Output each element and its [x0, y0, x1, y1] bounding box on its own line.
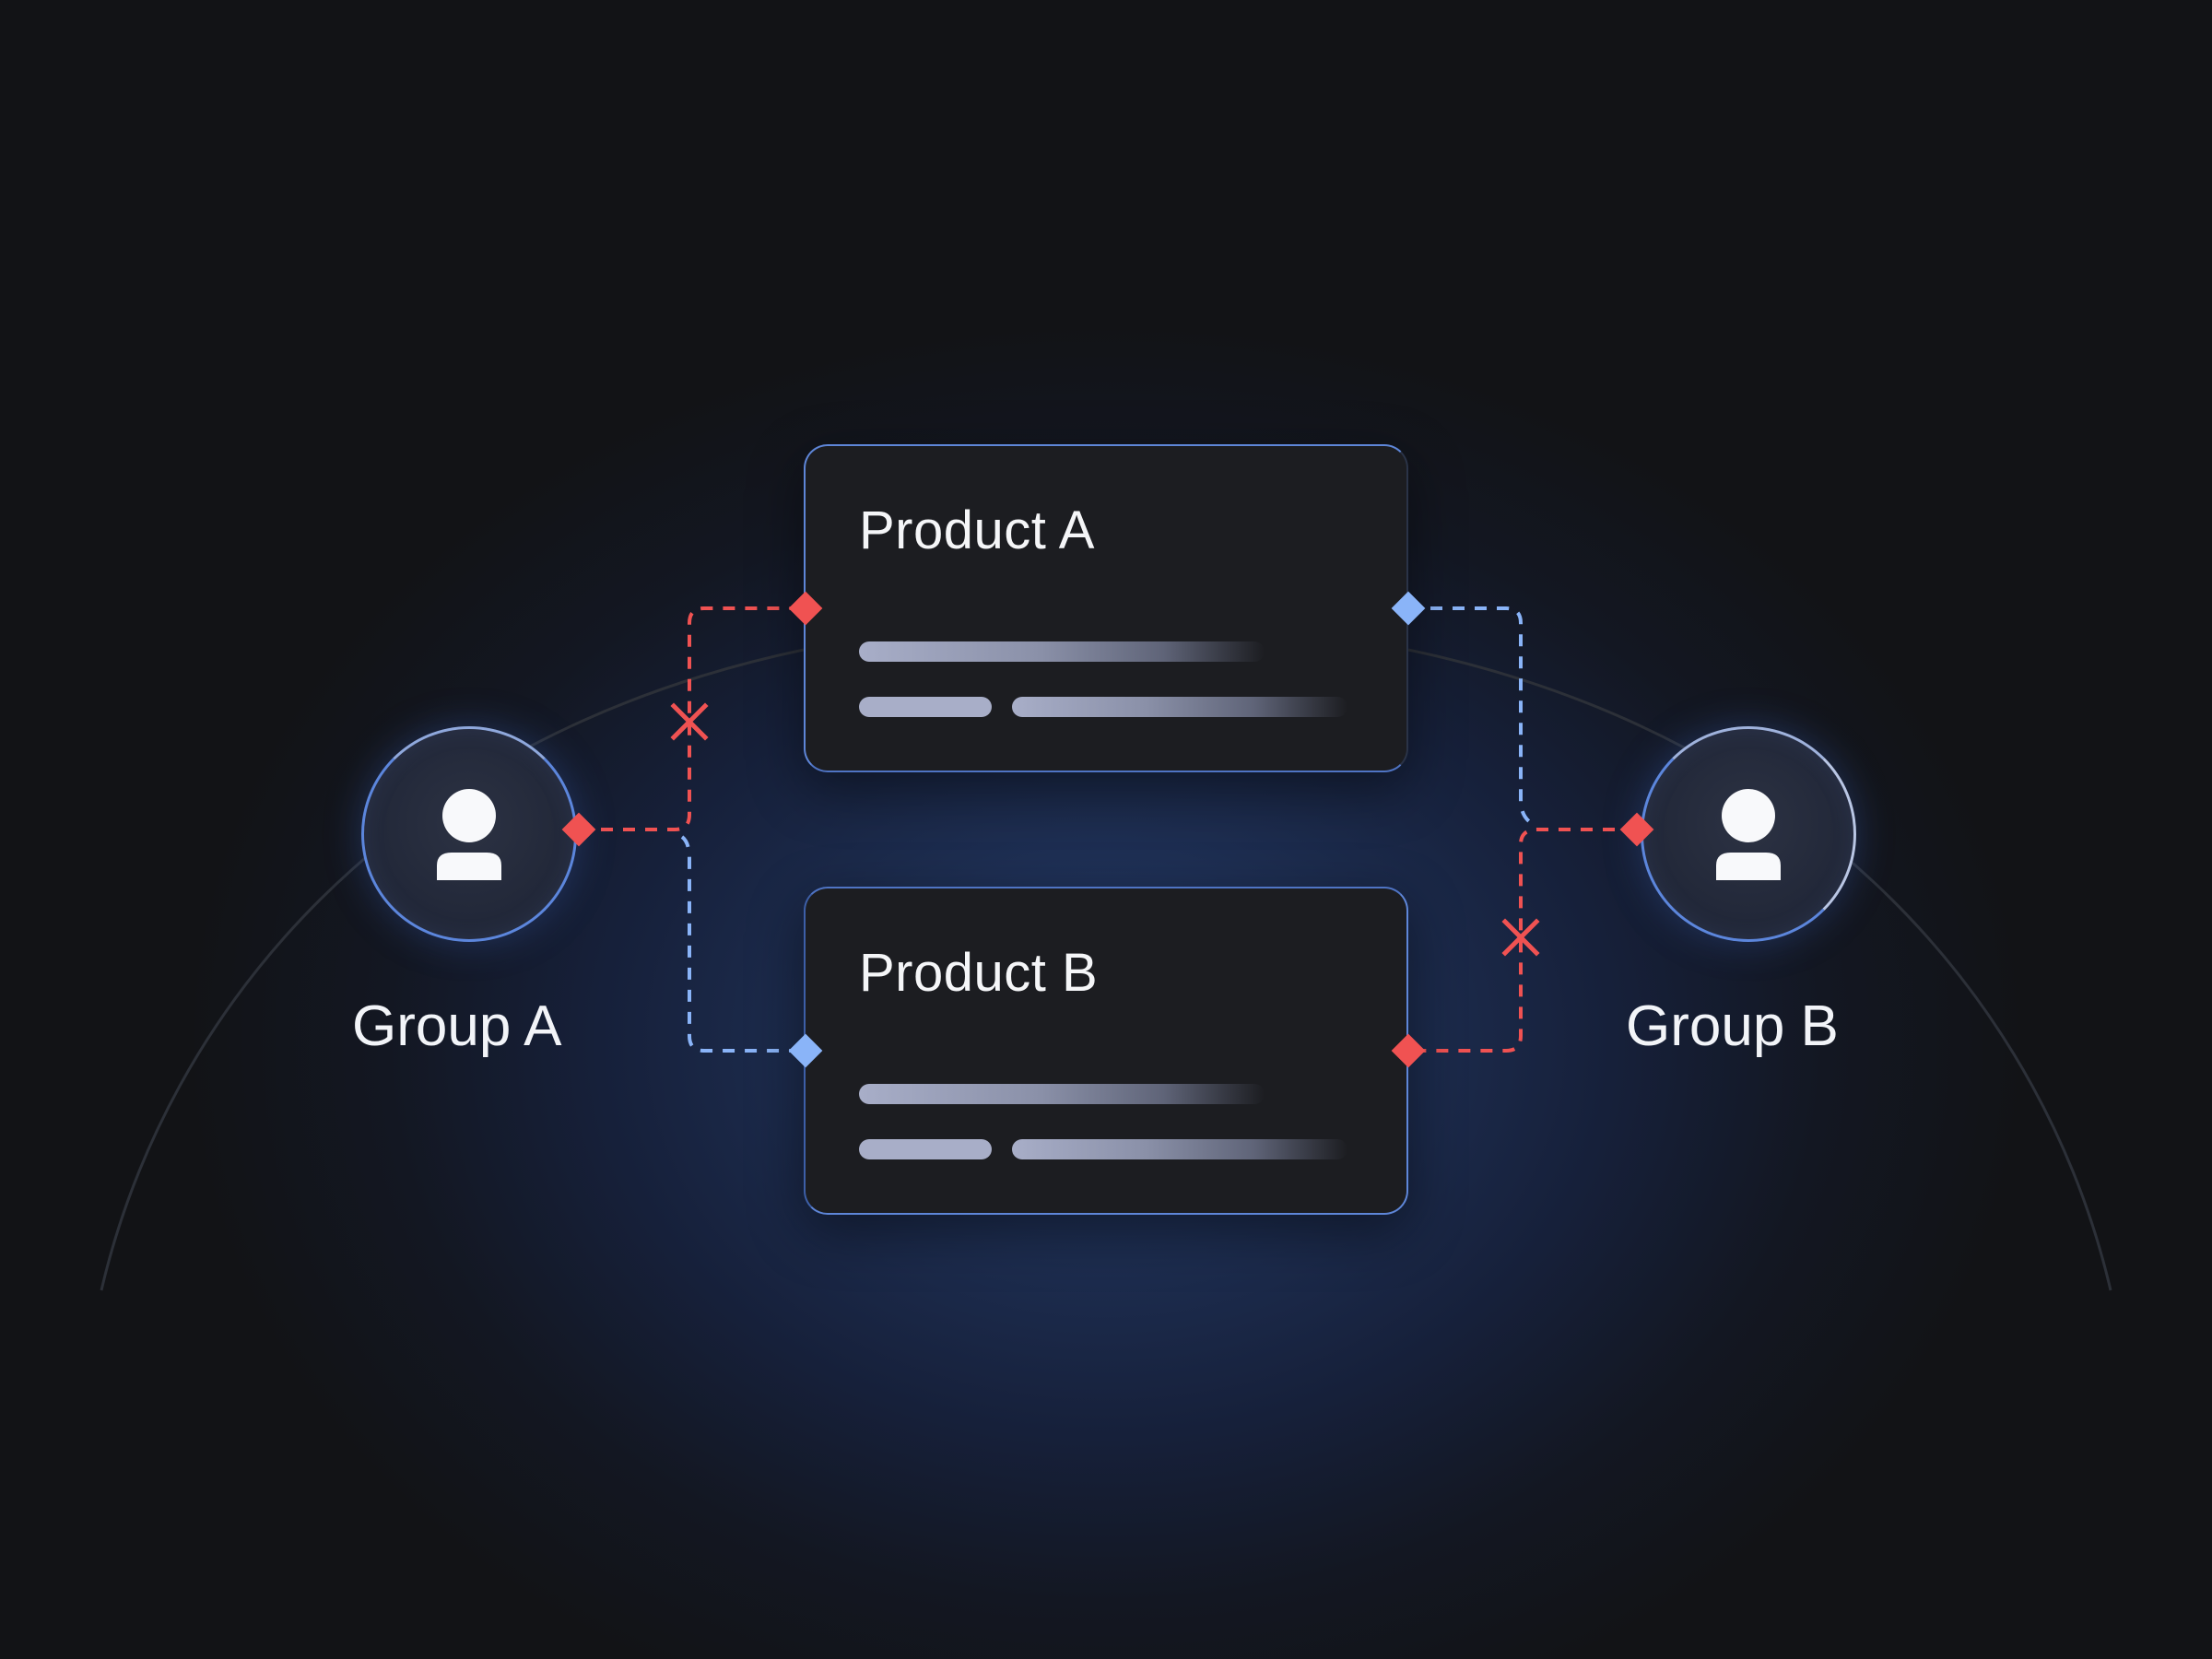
placeholder-line — [859, 1139, 992, 1159]
user-icon — [1716, 789, 1781, 880]
connector-diamond-blue — [788, 1033, 823, 1068]
product-card-b[interactable]: Product B — [804, 887, 1408, 1215]
connector-group-a-product-b — [680, 835, 807, 1053]
connector-diamond-red — [1391, 1033, 1426, 1068]
connector-diamond-blue — [1391, 591, 1426, 626]
placeholder-line — [1012, 1139, 1347, 1159]
group-a-label: Group A — [352, 994, 562, 1058]
placeholder-line — [1012, 697, 1347, 717]
placeholder-line — [859, 1084, 1265, 1104]
connector-diamond-red — [1619, 812, 1654, 847]
product-card-a[interactable]: Product A — [804, 444, 1408, 772]
connector-group-b-product-a — [1408, 606, 1532, 824]
group-b-avatar[interactable] — [1641, 726, 1856, 942]
product-title: Product A — [859, 500, 1095, 560]
blocked-x-icon — [1501, 918, 1540, 957]
background-arc-right — [1407, 648, 2112, 1291]
connector-diamond-red — [788, 591, 823, 626]
group-b-label: Group B — [1626, 994, 1839, 1058]
background-arc-left — [100, 648, 805, 1291]
placeholder-line — [859, 641, 1265, 662]
blocked-x-icon — [670, 702, 709, 741]
connector-group-b-product-b — [1408, 828, 1637, 1053]
connector-diamond-red — [561, 812, 596, 847]
group-a-avatar[interactable] — [361, 726, 577, 942]
user-icon — [437, 789, 501, 880]
placeholder-line — [859, 697, 992, 717]
product-title: Product B — [859, 943, 1099, 1003]
